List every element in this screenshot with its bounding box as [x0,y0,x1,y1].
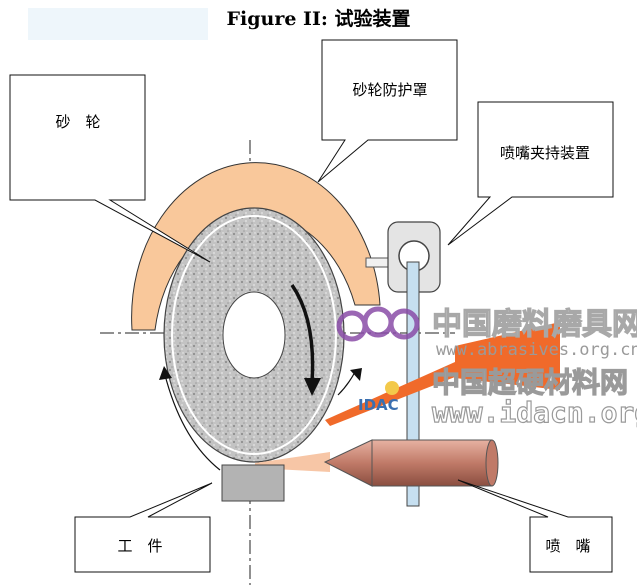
callout-wheel: 砂 轮 [9,74,211,263]
inner-rotation-arrow [290,284,315,383]
outer-arrowhead-right [350,368,362,381]
callout-guard: 砂轮防护罩 [317,39,458,183]
title-highlight-band [28,8,208,40]
callout-wheel-label: 砂 轮 [55,113,100,131]
watermark-site-url-1: www.abrasives.org.cn [436,340,637,360]
outer-rotation-arrow-left [164,374,221,471]
callout-guard-label: 砂轮防护罩 [352,81,427,99]
callout-workpiece: 工 件 [74,482,213,573]
watermark-logo-icon [336,306,420,342]
callout-nozzle: 喷 嘴 [457,479,613,573]
watermark-site-name-2: 中国超硬材料网 [432,366,628,399]
callout-nozzle-label: 喷 嘴 [545,537,590,555]
callout-holder: 喷嘴夹持装置 [447,101,614,246]
idac-badge-icon: IDAC [358,381,399,414]
callout-workpiece-label: 工 件 [117,537,162,555]
inner-rotation-arrowhead [304,378,321,396]
figure-title: Figure II: 试验装置 [226,8,411,30]
watermark-site-url-2: www.idacn.org [432,396,637,429]
watermark: 中国磨料磨具网 www.abrasives.org.cn IDAC 中国超硬材料… [336,306,637,430]
outer-rotation-arrow-right [337,371,356,396]
coolant-jet-upper-tip [455,322,560,390]
workpiece [221,464,285,502]
idac-badge-text: IDAC [358,396,399,414]
outer-arrowhead-left [159,366,172,380]
grinding-wheel [163,207,345,463]
callout-holder-label: 喷嘴夹持装置 [500,144,590,162]
watermark-site-name-1: 中国磨料磨具网 [432,307,637,342]
nozzle [323,439,499,487]
